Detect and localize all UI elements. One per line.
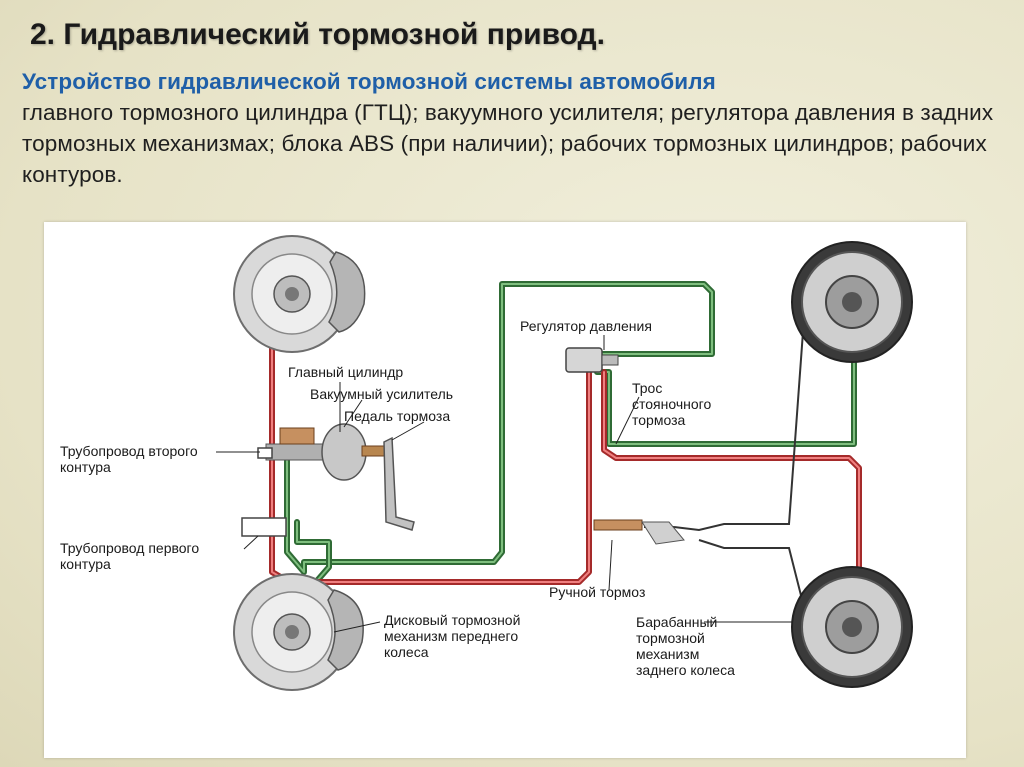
diagram-drawing (216, 235, 913, 691)
master-cylinder-booster (265, 423, 385, 481)
first-circuit-tee (241, 517, 287, 537)
label-pressure-regulator: Регулятор давления (520, 318, 652, 334)
slide-intro: Устройство гидравлической тормозной сист… (22, 66, 1012, 190)
label-first-circuit-line: Трубопровод первого контура (60, 540, 200, 572)
hand-brake-lever (593, 519, 685, 545)
second-circuit-tee (257, 447, 273, 459)
label-master-cylinder: Главный цилиндр (288, 364, 404, 380)
parking-brake-cables (644, 317, 810, 628)
label-brake-pedal: Педаль тормоза (344, 408, 451, 424)
rear-right-drum-brake (791, 566, 913, 688)
pressure-regulator (565, 347, 619, 373)
brake-pedal (383, 436, 415, 531)
front-left-disc-brake (233, 235, 366, 353)
label-hand-brake: Ручной тормоз (549, 584, 646, 600)
label-vacuum-booster: Вакуумный усилитель (310, 386, 454, 402)
label-parking-cable: Трос стояночного тормоза (632, 380, 712, 428)
slide-title: 2. Гидравлический тормозной привод. (30, 18, 605, 51)
label-front-disc-mechanism: Дисковый тормозной механизм переднего ко… (384, 612, 521, 660)
label-rear-drum-mechanism: Барабанный тормозной механизм заднего ко… (636, 614, 735, 678)
brake-system-diagram: Регулятор давления Главный цилиндр Вакуу… (44, 222, 966, 758)
rear-left-drum-brake (791, 241, 913, 363)
label-second-circuit-line: Трубопровод второго контура (60, 443, 198, 475)
front-right-disc-brake (233, 573, 364, 691)
intro-lead: Устройство гидравлической тормозной сист… (22, 69, 716, 94)
intro-body: главного тормозного цилиндра (ГТЦ); ваку… (22, 100, 994, 187)
leader-lines (216, 335, 792, 633)
